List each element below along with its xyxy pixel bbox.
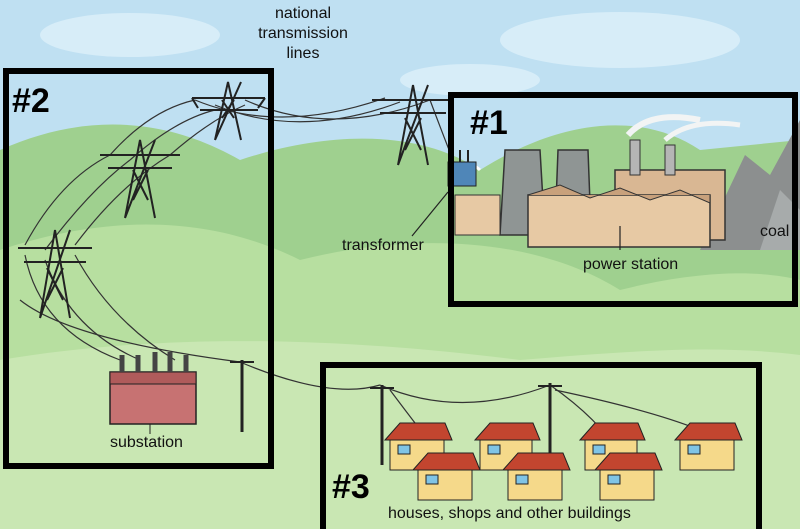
section-2-number: #2 (12, 82, 50, 120)
pylon-2 (100, 139, 180, 219)
house (593, 452, 663, 501)
section-3-frame (320, 362, 762, 529)
label-line-national: national (274, 5, 332, 22)
label-line-lines: lines (286, 45, 320, 62)
pylon-3 (18, 229, 92, 319)
substation-unit (109, 352, 197, 434)
transformer-label: transformer (342, 237, 424, 254)
power-station (454, 114, 741, 248)
substation-label: substation (110, 434, 183, 451)
house (501, 452, 571, 501)
section-3-number: #3 (332, 468, 370, 506)
pylon-4 (372, 84, 452, 166)
house (411, 452, 481, 501)
coal-label: coal (760, 223, 790, 240)
section-1-number: #1 (470, 104, 508, 142)
transformer-pointer (411, 191, 449, 237)
national-transmission-lines-label: national transmission lines (248, 4, 358, 64)
clouds (40, 12, 740, 96)
power-station-label: power station (583, 256, 679, 273)
pylon-1 (191, 81, 266, 141)
houses-label: houses, shops and other buildings (388, 505, 631, 522)
houses (383, 422, 743, 501)
section-1-frame (448, 92, 798, 307)
label-line-transmission: transmission (258, 25, 348, 42)
utility-pole-3 (538, 383, 562, 455)
utility-pole-2 (370, 385, 394, 465)
section-2-frame (3, 68, 274, 469)
utility-pole-1 (230, 360, 254, 432)
house (673, 422, 743, 471)
